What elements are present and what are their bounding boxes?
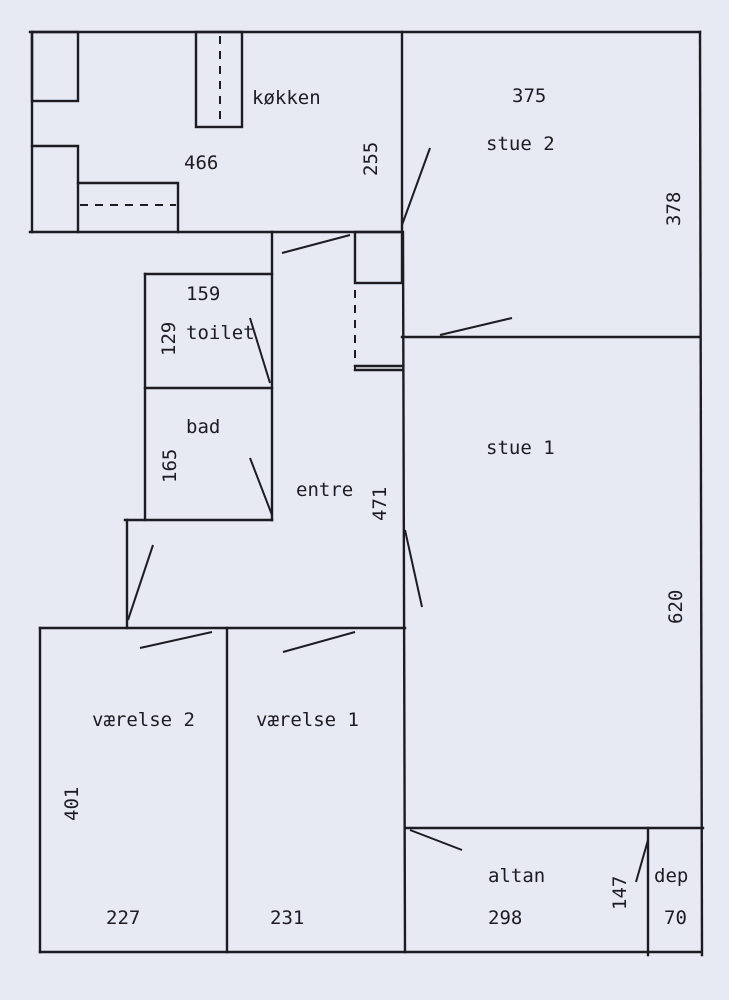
bedroom2-width: 227 (106, 907, 140, 929)
living1-label: stue 1 (486, 437, 555, 459)
closet (353, 230, 404, 285)
toilet-depth: 129 (158, 322, 180, 356)
storage-label: dep (654, 865, 688, 887)
bedroom1-width: 231 (270, 907, 304, 929)
labels: køkken 466 255 375 stue 2 378 159 129 to… (61, 85, 688, 929)
bedroom1-label: værelse 1 (256, 709, 359, 731)
living2-width: 375 (512, 85, 546, 107)
kitchen-label: køkken (252, 87, 321, 109)
kitchen-fridge (194, 30, 244, 129)
storage-width: 70 (664, 907, 687, 929)
kitchen-cabinet (30, 30, 80, 103)
kitchen-width: 466 (184, 152, 218, 174)
balcony-width: 298 (488, 907, 522, 929)
kitchen-depth: 255 (360, 142, 382, 176)
living2-depth: 378 (663, 192, 685, 226)
toilet-width: 159 (186, 283, 220, 305)
living2-label: stue 2 (486, 133, 555, 155)
toilet-label: toilet (186, 322, 255, 344)
fixtures (30, 30, 404, 372)
walls (28, 30, 705, 957)
kitchen-counter (30, 144, 180, 234)
bedroom2-label: værelse 2 (92, 709, 195, 731)
bedroom2-depth: 401 (61, 787, 83, 821)
bath-label: bad (186, 416, 220, 438)
hall-label: entre (296, 479, 353, 501)
hall-depth: 471 (369, 487, 391, 521)
balcony-depth: 147 (609, 876, 631, 910)
door-swings (127, 147, 649, 883)
balcony-label: altan (488, 865, 545, 887)
bath-depth: 165 (159, 449, 181, 483)
living1-depth: 620 (665, 590, 687, 624)
